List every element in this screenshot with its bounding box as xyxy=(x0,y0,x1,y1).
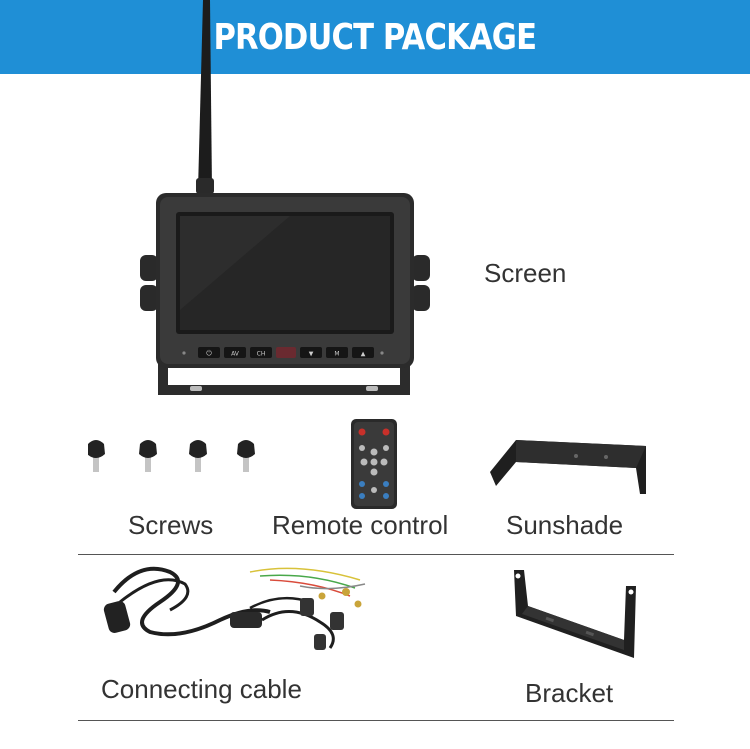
divider-top xyxy=(78,554,674,555)
monitor-button-label: M xyxy=(334,351,339,358)
monitor-button-ch xyxy=(250,347,272,358)
monitor-button-label: CH xyxy=(257,351,266,358)
header-banner: PRODUCT PACKAGE xyxy=(0,0,750,74)
label-remote-control: Remote control xyxy=(272,510,449,540)
label-sunshade: Sunshade xyxy=(506,510,624,540)
label-screws: Screws xyxy=(128,510,214,540)
monitor-button-av xyxy=(224,347,246,358)
monitor-button-down xyxy=(300,347,322,358)
remote-control-image xyxy=(351,419,397,509)
monitor-button-row: ⏻ AV CH ▼ M ▲ xyxy=(198,347,374,358)
monitor-ir-window xyxy=(276,347,296,358)
label-connecting-cable: Connecting cable xyxy=(101,674,302,704)
screw-icon xyxy=(189,440,207,472)
monitor-button-up xyxy=(352,347,374,358)
screw-icon xyxy=(237,440,255,472)
label-screen: Screen xyxy=(484,258,567,288)
monitor-button-power xyxy=(198,347,220,358)
monitor-button-menu xyxy=(326,347,348,358)
page-title: PRODUCT PACKAGE xyxy=(213,16,538,58)
bracket-image xyxy=(514,570,636,658)
monitor-button-label: ▼ xyxy=(309,351,314,358)
sunshade-image xyxy=(490,440,646,494)
divider-bottom xyxy=(78,720,674,721)
label-bracket: Bracket xyxy=(525,678,614,708)
monitor-image: ⏻ AV CH ▼ M ▲ xyxy=(140,0,430,395)
screw-icon xyxy=(139,440,157,472)
monitor-button-label: ⏻ xyxy=(206,350,212,358)
connecting-cable-image xyxy=(103,566,366,650)
monitor-button-label: AV xyxy=(231,351,240,358)
monitor-button-label: ▲ xyxy=(361,351,366,358)
screw-icon xyxy=(88,440,105,472)
screws-image xyxy=(88,440,255,472)
